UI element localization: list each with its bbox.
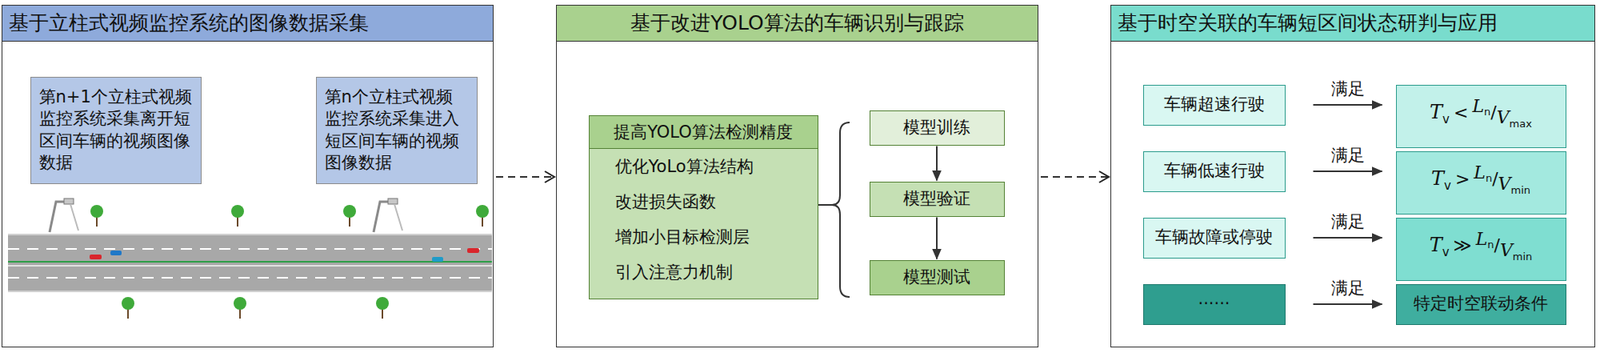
process-box: 特定时空联动条件 — [1396, 284, 1567, 325]
list-item: 改进损失函数 — [589, 184, 818, 220]
edge-label: 满足 — [1328, 210, 1368, 233]
formula-part: n — [1487, 238, 1494, 251]
process-box: 车辆低速行驶 — [1143, 151, 1286, 192]
box-text: 模型验证 — [878, 188, 996, 210]
dashed-arrow — [1040, 176, 1109, 178]
panel-header: 基于时空关联的车辆短区间状态研判与应用 — [1111, 5, 1595, 42]
panel-header: 基于立柱式视频监控系统的图像数据采集 — [2, 5, 493, 42]
box-text: 车辆故障或停驶 — [1152, 226, 1277, 248]
box-text: 车辆超速行驶 — [1152, 93, 1277, 116]
arrow — [1313, 170, 1383, 172]
process-box: ······ — [1143, 284, 1286, 325]
formula-part: / — [1493, 235, 1500, 256]
formula-part: min — [1511, 184, 1532, 196]
formula-part: V — [1500, 240, 1513, 260]
process-box: 提高YOLO算法检测精度优化YoLo算法结构改进损失函数增加小目标检测层引入注意… — [588, 115, 819, 300]
road — [8, 234, 492, 292]
formula-part: L — [1473, 162, 1486, 183]
formula-part: v — [1442, 244, 1450, 260]
dashed-arrow — [496, 176, 555, 178]
edge-label: 满足 — [1328, 276, 1368, 300]
box-text: 特定时空联动条件 — [1404, 292, 1558, 315]
box-text: 第n个立柱式视频监控系统采集进入短区间车辆的视频图像数据 — [324, 86, 469, 174]
trees — [90, 204, 489, 319]
box-text: 模型测试 — [878, 266, 996, 288]
camera-poles — [49, 198, 403, 232]
brace — [818, 122, 850, 297]
formula-part: L — [1476, 228, 1488, 249]
panel: 基于立柱式视频监控系统的图像数据采集第n+1个立柱式视频监控系统采集离开短区间车… — [1, 4, 494, 348]
panel: 基于改进YOLO算法的车辆识别与跟踪提高YOLO算法检测精度优化YoLo算法结构… — [556, 4, 1039, 348]
formula-part: min — [1512, 250, 1533, 263]
formula-box: Tv<Ln/Vmax — [1396, 84, 1567, 148]
formula-part: V — [1498, 173, 1512, 194]
formula-part: L — [1472, 96, 1484, 116]
list-item: 优化YoLo算法结构 — [589, 148, 818, 184]
formula-box: Tv>Ln/Vmin — [1396, 151, 1567, 215]
formula-part: < — [1453, 102, 1468, 123]
formula-part: > — [1455, 168, 1470, 189]
panel-header: 基于改进YOLO算法的车辆识别与跟踪 — [556, 5, 1038, 42]
box-text: 模型训练 — [878, 116, 996, 139]
process-box: 模型验证 — [869, 181, 1005, 217]
arrow — [936, 217, 938, 260]
formula-box: Tv≫Ln/Vmin — [1396, 217, 1567, 281]
formula-part: n — [1484, 105, 1491, 118]
formula-part: v — [1444, 178, 1452, 193]
edge-label: 满足 — [1328, 77, 1368, 100]
formula-part: n — [1485, 172, 1492, 184]
formula-part: / — [1492, 168, 1498, 189]
formula-part: ≫ — [1453, 235, 1472, 256]
list-item: 增加小目标检测层 — [589, 219, 818, 255]
process-box: 第n+1个立柱式视频监控系统采集离开短区间车辆的视频图像数据 — [30, 76, 202, 184]
edge-label: 满足 — [1328, 144, 1368, 167]
process-box: 车辆超速行驶 — [1143, 84, 1286, 126]
process-box: 模型训练 — [869, 110, 1005, 146]
formula-part: v — [1442, 112, 1450, 127]
arrow — [1313, 236, 1383, 239]
box-text: ······ — [1152, 292, 1277, 315]
arrow — [936, 146, 938, 181]
formula-part: T — [1429, 233, 1443, 256]
process-box: 车辆故障或停驶 — [1143, 217, 1286, 259]
formula-part: V — [1496, 107, 1510, 128]
formula-part: T — [1429, 100, 1443, 124]
list-item: 引入注意力机制 — [589, 254, 818, 290]
arrow — [1313, 104, 1383, 106]
box-text: 车辆低速行驶 — [1152, 160, 1277, 182]
process-box: 第n个立柱式视频监控系统采集进入短区间车辆的视频图像数据 — [316, 76, 478, 184]
process-box: 模型测试 — [869, 260, 1005, 296]
formula-part: max — [1509, 117, 1532, 130]
arrow — [1313, 303, 1383, 305]
list-header: 提高YOLO算法检测精度 — [589, 116, 818, 149]
formula-part: T — [1431, 167, 1444, 190]
box-text: 第n+1个立柱式视频监控系统采集离开短区间车辆的视频图像数据 — [39, 86, 193, 174]
formula-part: / — [1490, 102, 1496, 123]
